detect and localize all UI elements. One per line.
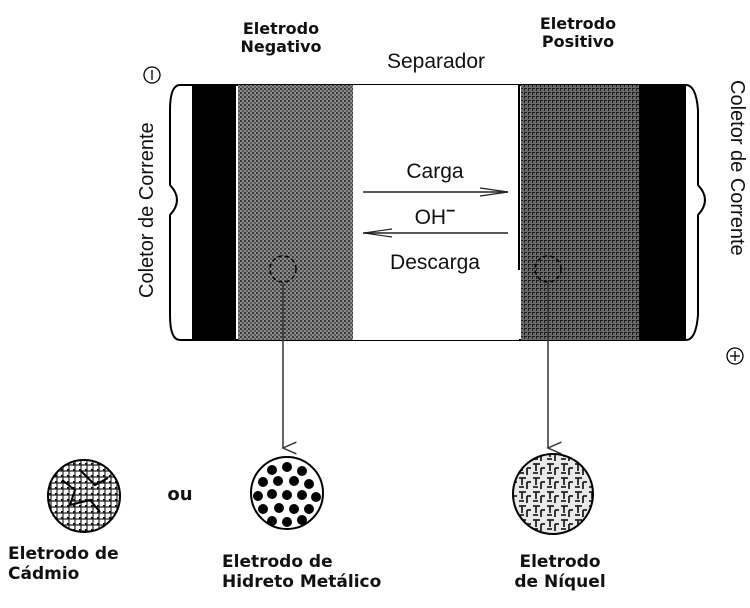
positive-terminal-symbol [726,347,744,365]
negative-electrode-region [238,85,353,340]
metal-hydride-electrode-label: Eletrodo de Hidreto Metálico [222,552,382,592]
left-current-collector [192,85,236,340]
ion-label: OH− [355,203,515,230]
positive-electrode-label: Eletrodo Positivo [539,14,617,52]
separator-label: Separador [386,50,486,73]
discharge-label: Descarga [390,251,480,274]
negative-electrode-label: Eletrodo Negativo [240,19,322,57]
nickel-electrode-label: Eletrodo de Níquel [514,552,606,592]
ion-charge: − [446,203,456,220]
separator-region [353,85,519,340]
nickel-electrode-icon [512,453,594,535]
right-current-collector [639,85,686,340]
cadmium-electrode-icon [47,459,121,533]
right-collector-label: Coletor de Corrente [726,80,748,256]
positive-electrode-region [521,85,639,340]
negative-zoom-marker [269,255,297,283]
ion-formula: OH [414,206,447,229]
cadmium-electrode-label: Eletrodo de Cádmio [8,544,119,584]
charge-label: Carga [406,160,464,183]
positive-zoom-marker [534,255,562,283]
or-label: ou [167,484,193,505]
left-collector-label: Coletor de Corrente [136,122,158,298]
metal-hydride-electrode-icon [250,456,324,530]
negative-terminal-symbol [143,66,161,84]
